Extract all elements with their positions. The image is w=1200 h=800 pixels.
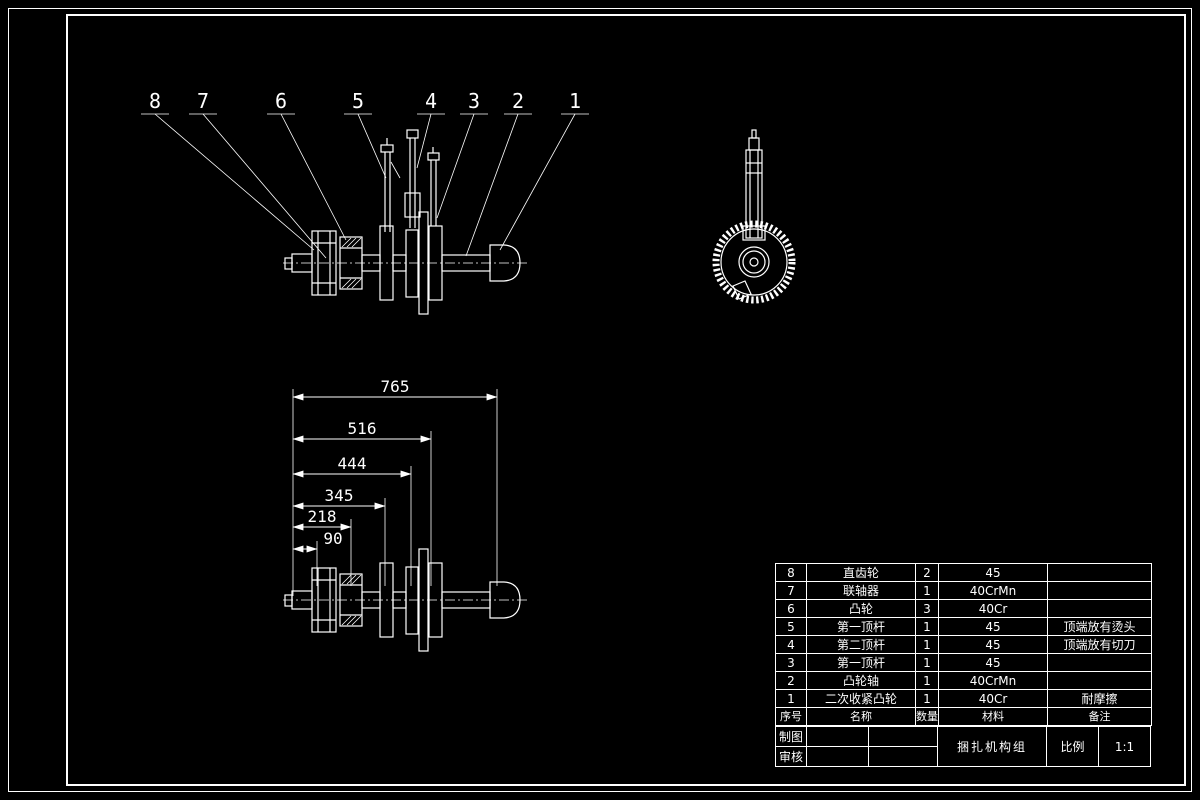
bom-name: 直齿轮 bbox=[806, 563, 916, 582]
bom-qty: 2 bbox=[915, 563, 939, 582]
sheet-outer-border bbox=[8, 8, 1192, 792]
callouts: 8 7 6 5 4 3 2 1 bbox=[141, 89, 589, 259]
title-block-row-checked: 审核 bbox=[775, 746, 1151, 767]
title-block-spacer bbox=[868, 746, 938, 767]
title-block-spacer bbox=[868, 726, 938, 747]
bom-note: 顶端放有烫头 bbox=[1047, 617, 1152, 636]
dim-345: 345 bbox=[325, 486, 354, 505]
callout-label-3: 3 bbox=[468, 89, 480, 113]
dim-90: 90 bbox=[323, 529, 342, 548]
bom-no: 4 bbox=[775, 635, 807, 654]
bom-no: 5 bbox=[775, 617, 807, 636]
bom-name: 第二顶杆 bbox=[806, 635, 916, 654]
push-rods bbox=[380, 129, 440, 232]
bom-material: 40CrMn bbox=[938, 671, 1048, 690]
bom-no: 2 bbox=[775, 671, 807, 690]
bom-items-table: 8 直齿轮 2 45 7 联轴器 1 40CrMn 6 凸轮 3 bbox=[775, 563, 1152, 726]
bom-no: 8 bbox=[775, 563, 807, 582]
bom-row-3: 3 第一顶杆 1 45 bbox=[775, 653, 1152, 672]
drawn-by-label: 制图 bbox=[775, 726, 807, 747]
bom-material: 40Cr bbox=[938, 689, 1048, 708]
bom-no: 1 bbox=[775, 689, 807, 708]
bom-no: 7 bbox=[775, 581, 807, 600]
checked-by-label: 审核 bbox=[775, 746, 807, 767]
bom-name: 二次收紧凸轮 bbox=[806, 689, 916, 708]
bom-note: 顶端放有切刀 bbox=[1047, 635, 1152, 654]
bom-qty: 1 bbox=[915, 689, 939, 708]
bom-header-qty: 数量 bbox=[915, 707, 939, 726]
bom-material: 45 bbox=[938, 653, 1048, 672]
bom-table: 8 直齿轮 2 45 7 联轴器 1 40CrMn 6 凸轮 3 bbox=[775, 563, 1152, 767]
bom-no: 6 bbox=[775, 599, 807, 618]
side-view bbox=[712, 129, 796, 304]
bom-note bbox=[1047, 671, 1152, 690]
bom-row-1: 1 二次收紧凸轮 1 40Cr 耐摩擦 bbox=[775, 689, 1152, 708]
bom-material: 45 bbox=[938, 563, 1048, 582]
bom-qty: 1 bbox=[915, 671, 939, 690]
callout-label-2: 2 bbox=[512, 89, 524, 113]
bom-header-material: 材料 bbox=[938, 707, 1048, 726]
bom-name: 凸轮 bbox=[806, 599, 916, 618]
bom-qty: 1 bbox=[915, 653, 939, 672]
bom-material: 40Cr bbox=[938, 599, 1048, 618]
bom-name: 联轴器 bbox=[806, 581, 916, 600]
callout-label-4: 4 bbox=[425, 89, 437, 113]
dimensioned-assembly-view bbox=[283, 548, 530, 652]
bom-note bbox=[1047, 599, 1152, 618]
callout-label-1: 1 bbox=[569, 89, 581, 113]
callout-label-5: 5 bbox=[352, 89, 364, 113]
bom-header-no: 序号 bbox=[775, 707, 807, 726]
dim-516: 516 bbox=[348, 419, 377, 438]
callout-label-7: 7 bbox=[197, 89, 209, 113]
scale-label: 比例 bbox=[1046, 726, 1099, 767]
bom-header-note: 备注 bbox=[1047, 707, 1152, 726]
bom-note bbox=[1047, 563, 1152, 582]
sheet-inner-border bbox=[66, 14, 1186, 786]
drawn-by-value bbox=[806, 726, 869, 747]
bom-row-6: 6 凸轮 3 40Cr bbox=[775, 599, 1152, 618]
bom-row-2: 2 凸轮轴 1 40CrMn bbox=[775, 671, 1152, 690]
bom-row-7: 7 联轴器 1 40CrMn bbox=[775, 581, 1152, 600]
bom-material: 45 bbox=[938, 617, 1048, 636]
bom-qty: 1 bbox=[915, 617, 939, 636]
dim-218: 218 bbox=[308, 507, 337, 526]
callout-label-6: 6 bbox=[275, 89, 287, 113]
dimension-lines: 765 516 444 345 218 90 bbox=[292, 377, 498, 596]
callout-label-8: 8 bbox=[149, 89, 161, 113]
dim-765: 765 bbox=[381, 377, 410, 396]
bom-name: 第一顶杆 bbox=[806, 617, 916, 636]
checked-by-value bbox=[806, 746, 869, 767]
bom-name: 第一顶杆 bbox=[806, 653, 916, 672]
bom-no: 3 bbox=[775, 653, 807, 672]
title-block-row-drawn: 制图 捆扎机构组 比例 1:1 bbox=[775, 726, 1151, 767]
title-block: 制图 捆扎机构组 比例 1:1 审核 bbox=[775, 726, 1151, 767]
bom-note bbox=[1047, 653, 1152, 672]
bom-qty: 1 bbox=[915, 581, 939, 600]
bom-material: 40CrMn bbox=[938, 581, 1048, 600]
bom-material: 45 bbox=[938, 635, 1048, 654]
main-assembly-view bbox=[283, 211, 530, 315]
bom-header-name: 名称 bbox=[806, 707, 916, 726]
bom-note: 耐摩擦 bbox=[1047, 689, 1152, 708]
scale-value: 1:1 bbox=[1098, 726, 1151, 767]
bom-header-row: 序号 名称 数量 材料 备注 bbox=[775, 707, 1152, 726]
bom-row-5: 5 第一顶杆 1 45 顶端放有烫头 bbox=[775, 617, 1152, 636]
dim-444: 444 bbox=[338, 454, 367, 473]
drawing-title: 捆扎机构组 bbox=[937, 726, 1047, 767]
bom-qty: 1 bbox=[915, 635, 939, 654]
bom-name: 凸轮轴 bbox=[806, 671, 916, 690]
bom-note bbox=[1047, 581, 1152, 600]
bom-qty: 3 bbox=[915, 599, 939, 618]
bom-row-4: 4 第二顶杆 1 45 顶端放有切刀 bbox=[775, 635, 1152, 654]
bom-row-8: 8 直齿轮 2 45 bbox=[775, 563, 1152, 582]
